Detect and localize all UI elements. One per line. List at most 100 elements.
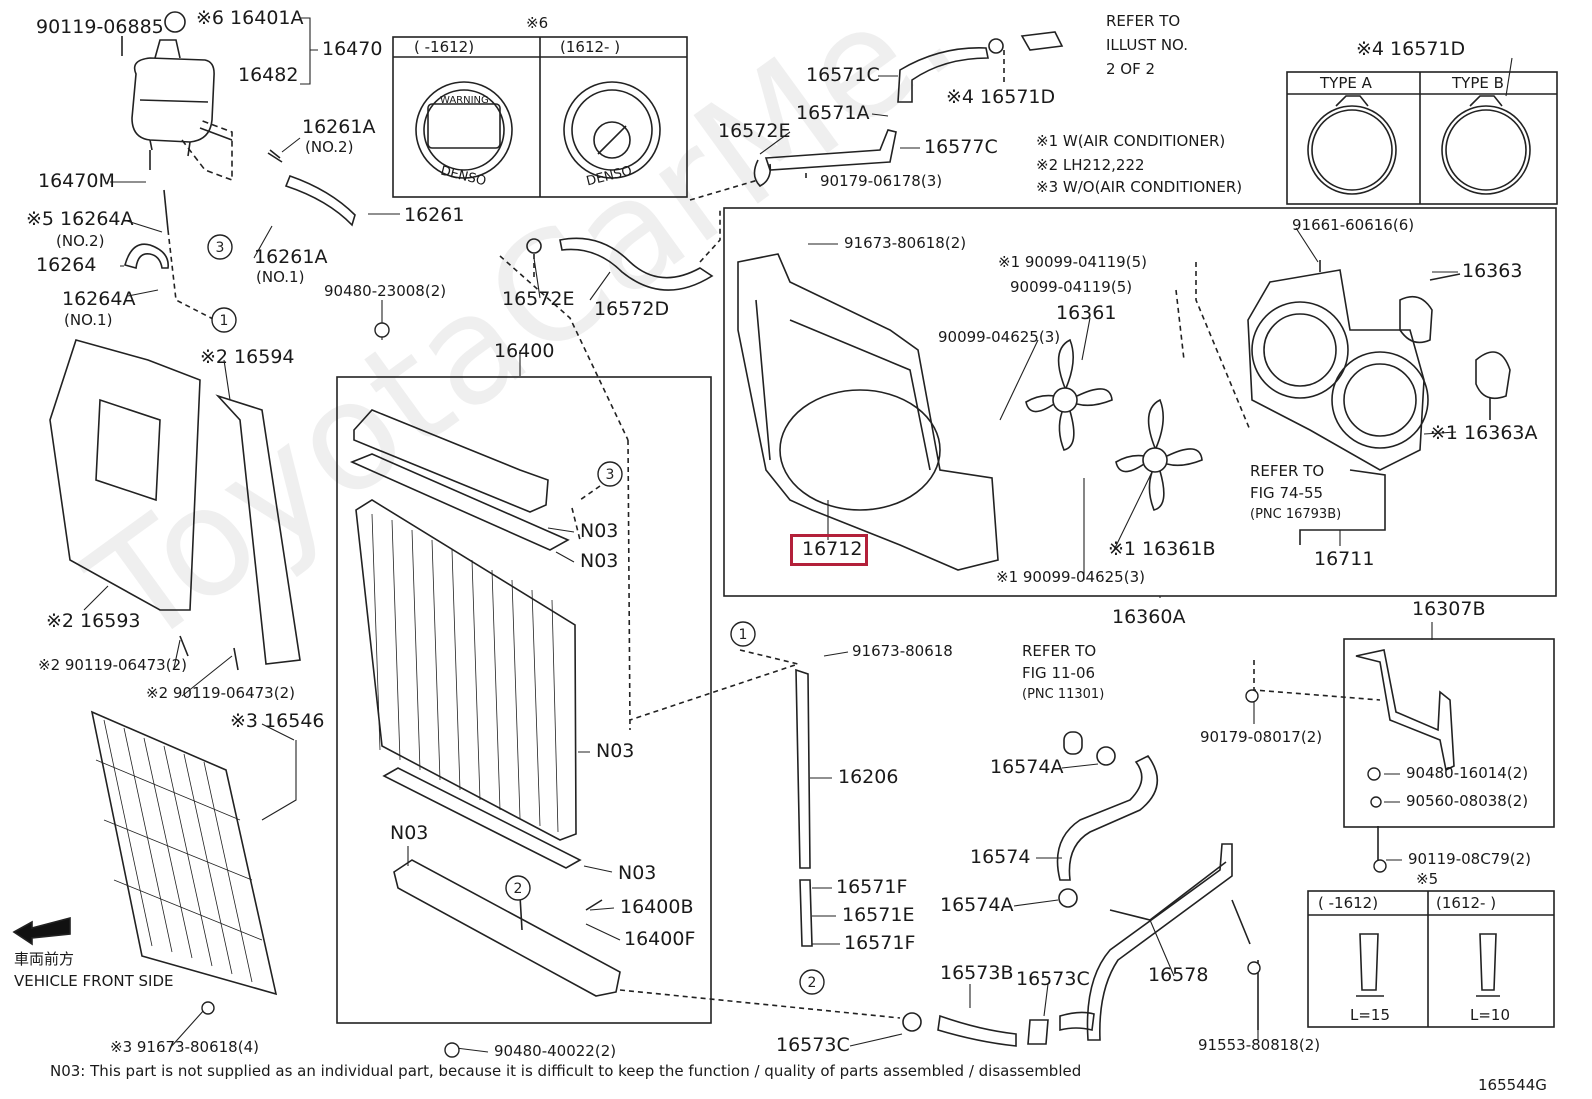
- part-label-N03-3[interactable]: N03: [596, 740, 635, 762]
- highlight-box-16712: [790, 534, 868, 566]
- part-label-90480-16014[interactable]: 90480-16014(2): [1406, 764, 1529, 782]
- part-label-no1b[interactable]: (NO.1): [64, 311, 113, 329]
- part-label-16470[interactable]: 16470: [322, 38, 383, 60]
- part-label-N03-2[interactable]: N03: [580, 550, 619, 572]
- clamp-type-b: TYPE B: [1452, 74, 1504, 92]
- part-label-16401A[interactable]: ※6 16401A: [196, 7, 304, 29]
- part-label-16264A-5[interactable]: ※5 16264A: [26, 208, 134, 230]
- part-label-16264[interactable]: 16264: [36, 254, 97, 276]
- ref-circle-1: 1: [211, 307, 237, 333]
- part-label-16571C[interactable]: 16571C: [806, 64, 880, 86]
- clip-length-1: L=15: [1350, 1006, 1391, 1024]
- part-label-16577C[interactable]: 16577C: [924, 136, 998, 158]
- part-label-16593[interactable]: ※2 16593: [46, 610, 141, 632]
- part-label-N03-5[interactable]: N03: [618, 862, 657, 884]
- motor-shroud-16711: [1247, 269, 1429, 471]
- reservoir-cap: [164, 11, 186, 33]
- part-label-no1a[interactable]: (NO.1): [256, 268, 305, 286]
- part-label-16400F[interactable]: 16400F: [624, 928, 696, 950]
- ref-circle-2: 2: [799, 969, 825, 995]
- part-label-16261A-2[interactable]: 16261A: [302, 116, 376, 138]
- part-label-16571F-a[interactable]: 16571F: [836, 876, 908, 898]
- ref-illust-line1: REFER TO: [1106, 12, 1181, 30]
- part-label-90099-04119-5b[interactable]: 90099-04119(5): [1010, 278, 1133, 296]
- part-label-90560-08038[interactable]: 90560-08038(2): [1406, 792, 1529, 810]
- part-label-90099-04119-5a[interactable]: ※1 90099-04119(5): [998, 253, 1147, 271]
- part-label-16574A-a[interactable]: 16574A: [990, 756, 1064, 778]
- fan-16361: [1025, 338, 1113, 451]
- part-label-90119-06473-2a[interactable]: ※2 90119-06473(2): [38, 656, 187, 674]
- part-label-16361B[interactable]: ※1 16361B: [1108, 538, 1216, 560]
- part-label-16360A[interactable]: 16360A: [1112, 606, 1186, 628]
- part-label-16573C-a[interactable]: 16573C: [1016, 968, 1090, 990]
- part-label-16307B[interactable]: 16307B: [1412, 598, 1486, 620]
- part-label-90099-04625-3a[interactable]: 90099-04625(3): [938, 328, 1061, 346]
- part-label-90119-06473-2b[interactable]: ※2 90119-06473(2): [146, 684, 295, 702]
- part-label-16572E[interactable]: 16572E: [718, 120, 791, 142]
- part-label-16571D[interactable]: ※4 16571D: [946, 86, 1056, 108]
- side-shroud-16594: [215, 394, 301, 665]
- part-label-16264A-1[interactable]: 16264A: [62, 288, 136, 310]
- part-label-16571A[interactable]: 16571A: [796, 102, 870, 124]
- ref-circle-number: 1: [220, 313, 229, 329]
- clip-inset-col1: ( -1612): [1318, 894, 1379, 912]
- part-label-16572E-b[interactable]: 16572E: [502, 288, 575, 310]
- lower-tank: [393, 859, 621, 997]
- ref-fig7455-line1: REFER TO: [1250, 462, 1325, 480]
- part-label-16363[interactable]: 16363: [1462, 260, 1523, 282]
- part-label-16573C-b[interactable]: 16573C: [776, 1034, 850, 1056]
- part-label-91673-80618-4[interactable]: ※3 91673-80618(4): [110, 1038, 259, 1056]
- ref-fig1106-line3: (PNC 11301): [1022, 687, 1105, 702]
- part-label-16206[interactable]: 16206: [838, 766, 899, 788]
- motor-16363a: [1475, 351, 1511, 400]
- part-label-16574[interactable]: 16574: [970, 846, 1031, 868]
- part-label-16363A[interactable]: ※1 16363A: [1430, 422, 1538, 444]
- clip-inset-frame: [1307, 890, 1555, 1028]
- part-label-90119-08C79[interactable]: 90119-08C79(2): [1408, 850, 1532, 868]
- part-label-16400B[interactable]: 16400B: [620, 896, 694, 918]
- cap-inset-col1: ( -1612): [414, 38, 475, 56]
- part-label-90480-23008[interactable]: 90480-23008(2): [324, 282, 447, 300]
- ref-circle-number: 2: [514, 881, 523, 897]
- lower-seal: [382, 767, 582, 869]
- part-label-16400[interactable]: 16400: [494, 340, 555, 362]
- part-label-16572D[interactable]: 16572D: [594, 298, 670, 320]
- part-label-16571D-r[interactable]: ※4 16571D: [1356, 38, 1466, 60]
- part-label-16261[interactable]: 16261: [404, 204, 465, 226]
- part-label-no2a[interactable]: (NO.2): [305, 138, 354, 156]
- part-label-16482[interactable]: 16482: [238, 64, 299, 86]
- part-label-91661-60616[interactable]: 91661-60616(6): [1292, 216, 1415, 234]
- part-label-16594[interactable]: ※2 16594: [200, 346, 295, 368]
- part-label-16261A-1[interactable]: 16261A: [254, 246, 328, 268]
- part-label-16546[interactable]: ※3 16546: [230, 710, 325, 732]
- part-label-90179-08017[interactable]: 90179-08017(2): [1200, 728, 1323, 746]
- cap-inset-col2: (1612- ): [560, 38, 621, 56]
- part-label-16571E[interactable]: 16571E: [842, 904, 915, 926]
- part-label-90480-40022[interactable]: 90480-40022(2): [494, 1042, 617, 1060]
- hose-16574: [1056, 754, 1159, 881]
- part-label-91673-80618-2[interactable]: 91673-80618(2): [844, 234, 967, 252]
- part-label-16712[interactable]: 16712: [802, 538, 863, 560]
- part-label-16571F-b[interactable]: 16571F: [844, 932, 916, 954]
- part-label-16573B[interactable]: 16573B: [940, 962, 1014, 984]
- part-label-90179-06178[interactable]: 90179-06178(3): [820, 172, 943, 190]
- part-label-90099-04625-3b[interactable]: ※1 90099-04625(3): [996, 568, 1145, 586]
- bracket-inset-frame: [1343, 638, 1555, 828]
- clamp-inset-frame: [1286, 71, 1558, 205]
- part-label-91673-80618[interactable]: 91673-80618: [852, 642, 953, 660]
- part-label-16711[interactable]: 16711: [1314, 548, 1375, 570]
- part-label-16361[interactable]: 16361: [1056, 302, 1117, 324]
- part-label-90119-06885[interactable]: 90119-06885: [36, 16, 164, 38]
- part-label-N03-1[interactable]: N03: [580, 520, 619, 542]
- clip-inset-col2: (1612- ): [1436, 894, 1497, 912]
- part-label-16470M[interactable]: 16470M: [38, 170, 115, 192]
- part-label-16574A-b[interactable]: 16574A: [940, 894, 1014, 916]
- front-arrow-icon: [12, 916, 71, 946]
- part-label-16578[interactable]: 16578: [1148, 964, 1209, 986]
- part-label-91553-80818[interactable]: 91553-80818(2): [1198, 1036, 1321, 1054]
- radiator-frame: [336, 376, 712, 1024]
- part-label-N03-4[interactable]: N03: [390, 822, 429, 844]
- part-label-no2b[interactable]: (NO.2): [56, 232, 105, 250]
- fan-assembly-frame: [723, 207, 1557, 597]
